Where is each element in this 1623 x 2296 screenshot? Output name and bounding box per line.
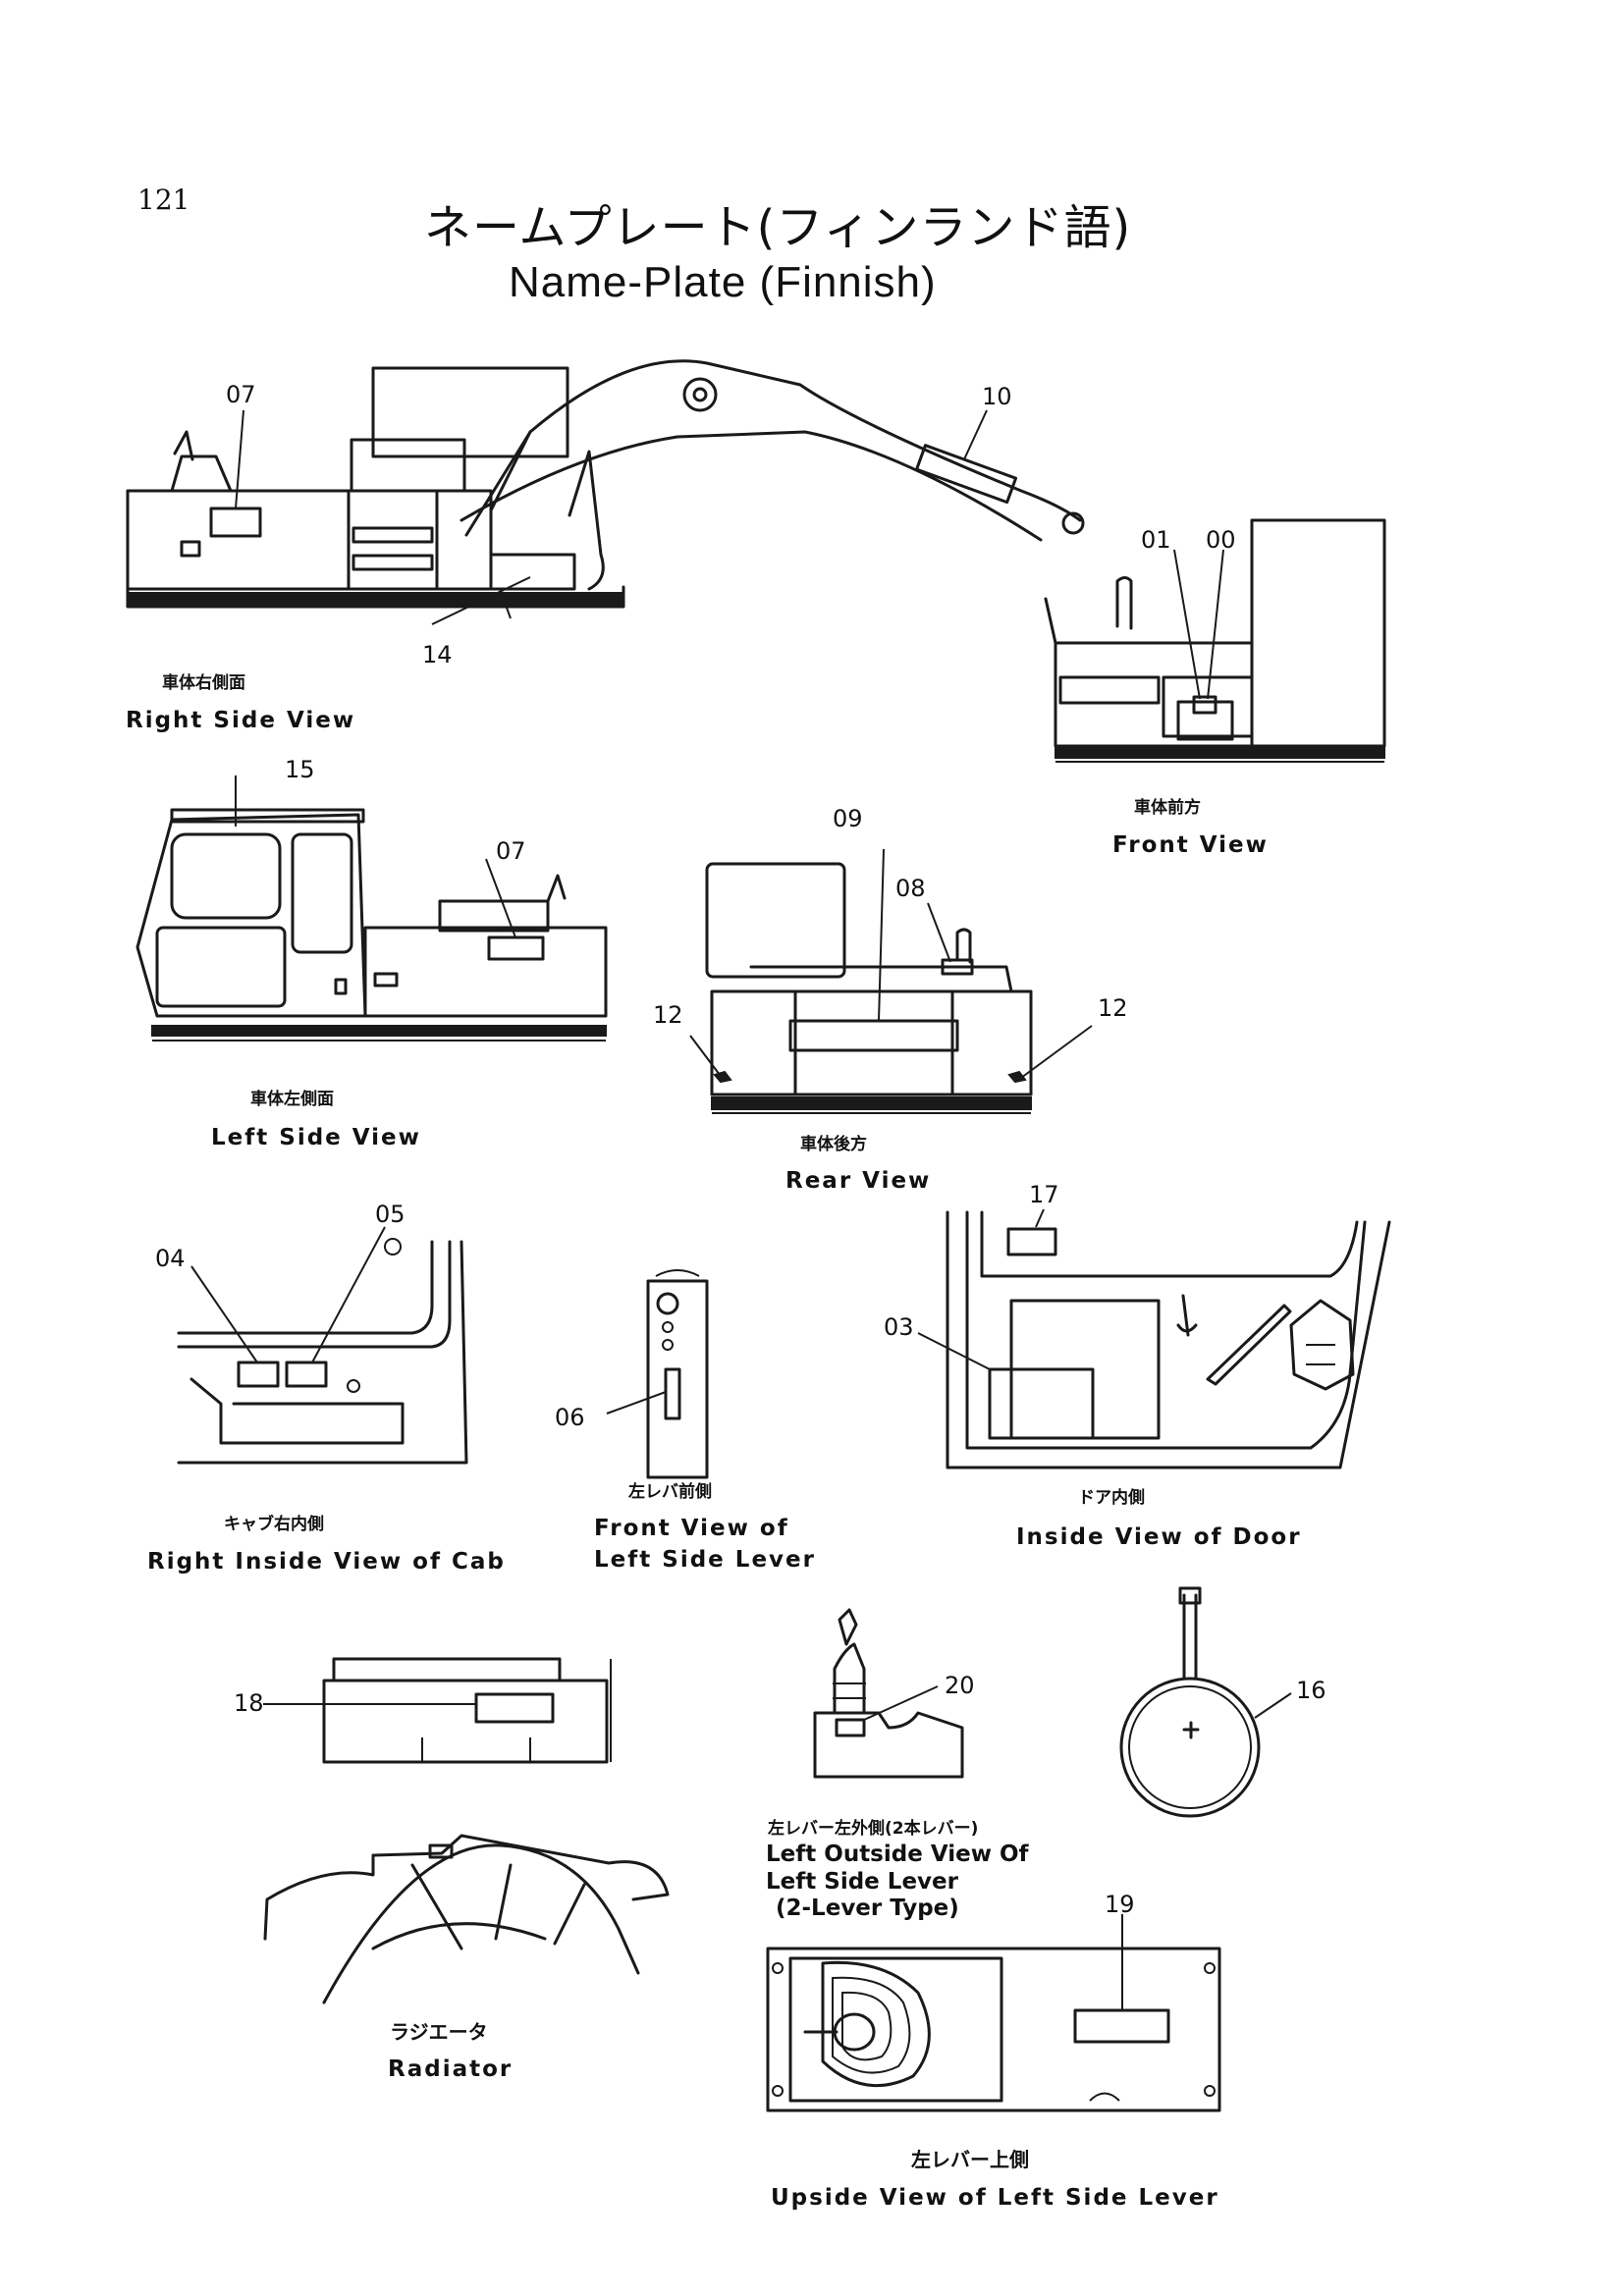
caption-right-side-jp: 車体右側面 (162, 673, 245, 693)
callout-17: 17 (1029, 1181, 1059, 1208)
callout-07-left: 07 (496, 837, 526, 865)
caption-upside-lever-en: Upside View of Left Side Lever (771, 2185, 1219, 2211)
callout-19: 19 (1105, 1891, 1135, 1918)
caption-rear-en: Rear View (785, 1168, 932, 1194)
callout-16: 16 (1296, 1677, 1326, 1704)
caption-rear-jp: 車体後方 (800, 1135, 867, 1154)
caption-front-lever-jp: 左レバ前側 (628, 1482, 712, 1502)
plate-10 (915, 444, 1018, 505)
plate-17 (1006, 1227, 1057, 1256)
right-side-view-drawing (126, 359, 1085, 619)
callout-05: 05 (375, 1201, 406, 1228)
plate-20 (835, 1718, 866, 1737)
caption-left-side-en: Left Side View (211, 1125, 421, 1150)
upside-lever-drawing (766, 1914, 1221, 2112)
caption-cab-jp: キャブ右内側 (224, 1515, 324, 1534)
callout-06: 06 (555, 1404, 585, 1431)
plate-09 (788, 1019, 959, 1052)
plate-00-01 (1192, 695, 1217, 715)
callout-09: 09 (833, 805, 863, 832)
callout-18: 18 (234, 1689, 264, 1717)
callout-04: 04 (155, 1245, 186, 1272)
title-japanese: ネームプレート(フィンランド語) (424, 200, 1132, 255)
caption-front-lever-en-2: Left Side Lever (594, 1547, 816, 1573)
caption-right-side-en: Right Side View (126, 708, 356, 733)
callout-03: 03 (884, 1313, 914, 1341)
outside-lever-drawing (813, 1608, 964, 1779)
caption-outside-lever-jp: 左レバー左外側(2本レバー) (768, 1819, 979, 1839)
plate-07-right (209, 507, 262, 538)
caption-outside-lever-en-1: Left Outside View Of (766, 1842, 1029, 1867)
plate-03 (988, 1367, 1095, 1440)
radiator-drawing (263, 1834, 670, 2004)
plate-18 (474, 1692, 555, 1724)
caption-door-en: Inside View of Door (1016, 1524, 1302, 1550)
caption-front-lever-en-1: Front View of (594, 1516, 789, 1541)
callout-08: 08 (895, 875, 926, 902)
callout-10: 10 (982, 383, 1012, 410)
radiator-plate-drawing (263, 1657, 612, 1764)
caption-outside-lever-en-3: (2-Lever Type) (776, 1896, 959, 1921)
plate-19 (1073, 2008, 1170, 2044)
title-english: Name-Plate (Finnish) (509, 258, 937, 306)
caption-cab-en: Right Inside View of Cab (147, 1549, 506, 1575)
left-side-view-drawing (135, 775, 608, 1041)
plate-05 (285, 1361, 328, 1388)
callout-01: 01 (1141, 526, 1171, 554)
caption-left-side-jp: 車体左側面 (250, 1090, 334, 1109)
callout-20: 20 (945, 1672, 975, 1699)
plate-06 (664, 1367, 681, 1420)
caption-radiator-en: Radiator (388, 2056, 514, 2082)
callout-12-right: 12 (1098, 994, 1128, 1022)
plate-04 (237, 1361, 280, 1388)
callout-07: 07 (226, 381, 256, 408)
door-inside-drawing (917, 1208, 1391, 1469)
callout-00: 00 (1206, 526, 1236, 554)
plate-07-left (487, 935, 545, 961)
cab-inside-drawing (177, 1226, 468, 1465)
callout-15: 15 (285, 756, 315, 783)
callout-14: 14 (422, 641, 453, 668)
caption-front-en: Front View (1112, 832, 1269, 858)
page-number: 121 (137, 184, 190, 216)
front-view-drawing (1044, 518, 1386, 763)
caption-door-jp: ドア内側 (1078, 1488, 1145, 1508)
plate-16-drawing (1119, 1586, 1292, 1818)
caption-radiator-jp: ラジエータ (390, 2020, 488, 2044)
caption-upside-lever-jp: 左レバー上側 (911, 2148, 1029, 2171)
front-lever-drawing (606, 1269, 709, 1479)
caption-outside-lever-en-2: Left Side Lever (766, 1869, 958, 1895)
caption-front-jp: 車体前方 (1134, 798, 1201, 818)
rear-view-drawing (689, 848, 1093, 1114)
callout-12-left: 12 (653, 1001, 683, 1029)
